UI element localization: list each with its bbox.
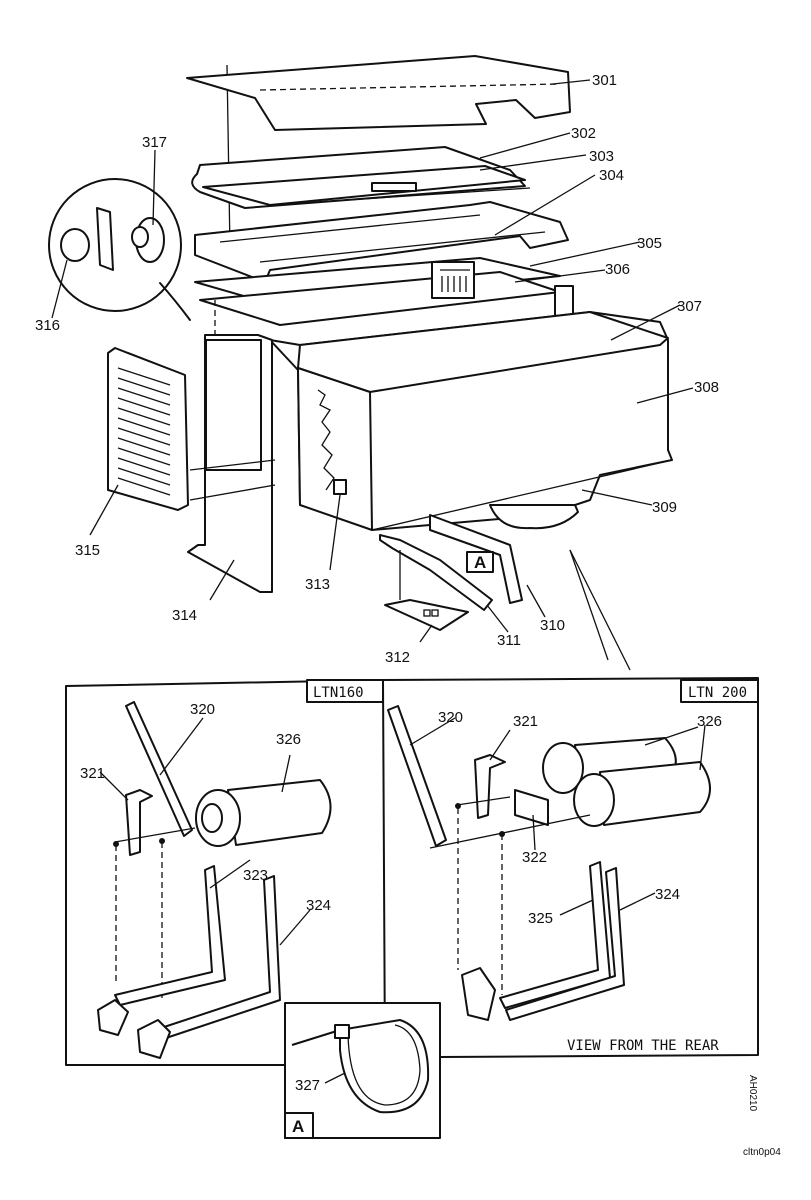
label-304: 304 — [599, 167, 624, 184]
part-302-303-panels — [191, 146, 531, 209]
part-307-308-box — [269, 311, 673, 531]
part-310-311-brackets — [379, 514, 523, 611]
label-301: 301 — [592, 72, 617, 89]
label-311: 311 — [497, 632, 521, 649]
label-314: 314 — [172, 607, 197, 624]
label-312: 312 — [385, 649, 410, 666]
panel-ltn160: LTN160 320 321 326 323 324 — [65, 679, 386, 1066]
label-317: 317 — [142, 134, 167, 151]
label-303: 303 — [589, 148, 614, 165]
footer-code: cltn0p04 — [743, 1147, 781, 1158]
assembly-line — [226, 64, 231, 251]
label-313: 313 — [305, 576, 330, 593]
label-308: 308 — [694, 379, 719, 396]
label-310: 310 — [540, 617, 565, 634]
label-306: 306 — [605, 261, 630, 278]
label-322-ltn200: 322 — [522, 849, 547, 866]
label-302: 302 — [571, 125, 596, 142]
label-321-ltn200: 321 — [513, 713, 538, 730]
view-caption: VIEW FROM THE REAR — [567, 1038, 719, 1054]
part-304-frame — [194, 201, 569, 283]
label-324-ltn160: 324 — [306, 897, 331, 914]
label-321-ltn160: 321 — [80, 765, 105, 782]
detail-circle-316-317 — [48, 178, 191, 321]
label-309: 309 — [652, 499, 677, 516]
part-315-grille — [107, 347, 189, 511]
part-312-board — [384, 550, 469, 631]
label-307: 307 — [677, 298, 702, 315]
part-314-side-panel — [187, 300, 276, 593]
label-315: 315 — [75, 542, 100, 559]
callout-a[interactable]: A — [466, 551, 494, 573]
leader-lines — [51, 79, 694, 671]
label-327: 327 — [295, 1077, 320, 1094]
panel-ltn200-title: LTN 200 — [688, 685, 747, 701]
label-320-ltn200: 320 — [438, 709, 463, 726]
detail-a-title: A — [292, 1117, 304, 1136]
label-323-ltn160: 323 — [243, 867, 268, 884]
label-316: 316 — [35, 317, 60, 334]
callout-a-label: A — [474, 553, 486, 572]
panel-ltn160-title: LTN160 — [313, 685, 364, 701]
label-324-ltn200: 324 — [655, 886, 680, 903]
label-326-ltn160: 326 — [276, 731, 301, 748]
label-325-ltn200: 325 — [528, 910, 553, 927]
side-code: AH0210 — [747, 1075, 758, 1112]
panel-detail-a: 327 A — [284, 1002, 441, 1139]
panel-ltn200: LTN 200 320 321 326 — [382, 677, 759, 1066]
label-326-ltn200: 326 — [697, 713, 722, 730]
part-301-top-cover — [186, 55, 571, 131]
label-320-ltn160: 320 — [190, 701, 215, 718]
label-305: 305 — [637, 235, 662, 252]
